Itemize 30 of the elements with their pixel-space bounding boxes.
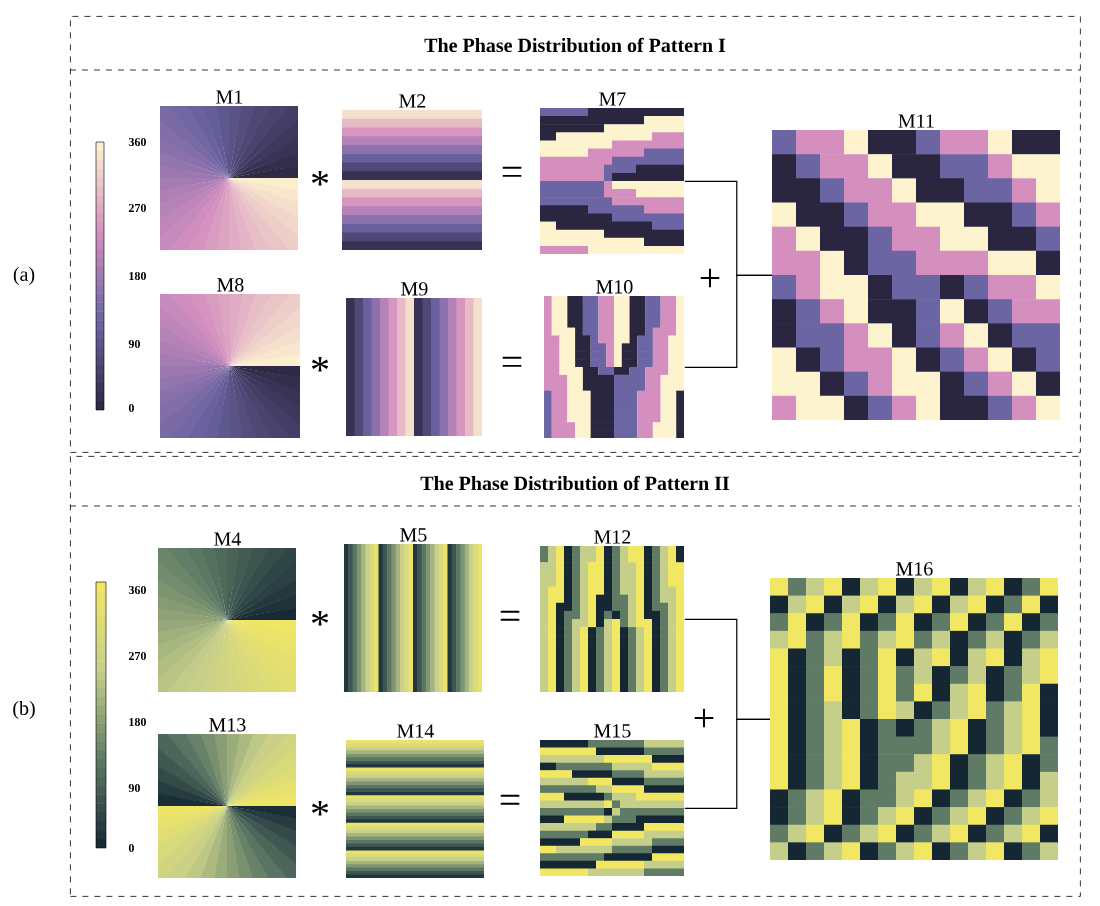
operator-symbol: + — [700, 268, 720, 288]
operator-symbol: * — [311, 610, 329, 626]
panel-title: The Phase Distribution of Pattern II — [420, 475, 730, 491]
map-title: M5 — [400, 528, 427, 542]
map-title: M2 — [399, 94, 426, 108]
operator-symbol: = — [502, 166, 522, 177]
map-title: M9 — [401, 282, 428, 296]
panel-label: (a) — [13, 266, 35, 286]
panel-title: The Phase Distribution of Pattern I — [424, 37, 726, 53]
map-title: M15 — [594, 724, 631, 738]
map-title: M1 — [216, 90, 243, 104]
operator-symbol: = — [502, 356, 522, 367]
map-title: M11 — [898, 114, 934, 128]
bracket-connector — [684, 718, 771, 809]
operator-symbol: + — [694, 708, 714, 728]
operator-symbol: * — [311, 356, 329, 372]
map-title: M16 — [896, 562, 933, 576]
map-title: M13 — [209, 718, 246, 732]
bracket-connector — [684, 274, 773, 368]
panel-label: (b) — [13, 700, 35, 720]
operator-symbol: * — [311, 800, 329, 816]
map-title: M7 — [599, 92, 626, 106]
map-title: M10 — [596, 280, 633, 294]
map-title: M8 — [217, 278, 244, 292]
map-title: M4 — [214, 532, 241, 546]
operator-symbol: * — [311, 170, 329, 186]
operator-symbol: = — [500, 794, 520, 805]
operator-symbol: = — [500, 610, 520, 621]
map-title: M14 — [397, 724, 434, 738]
map-title: M12 — [594, 530, 631, 544]
